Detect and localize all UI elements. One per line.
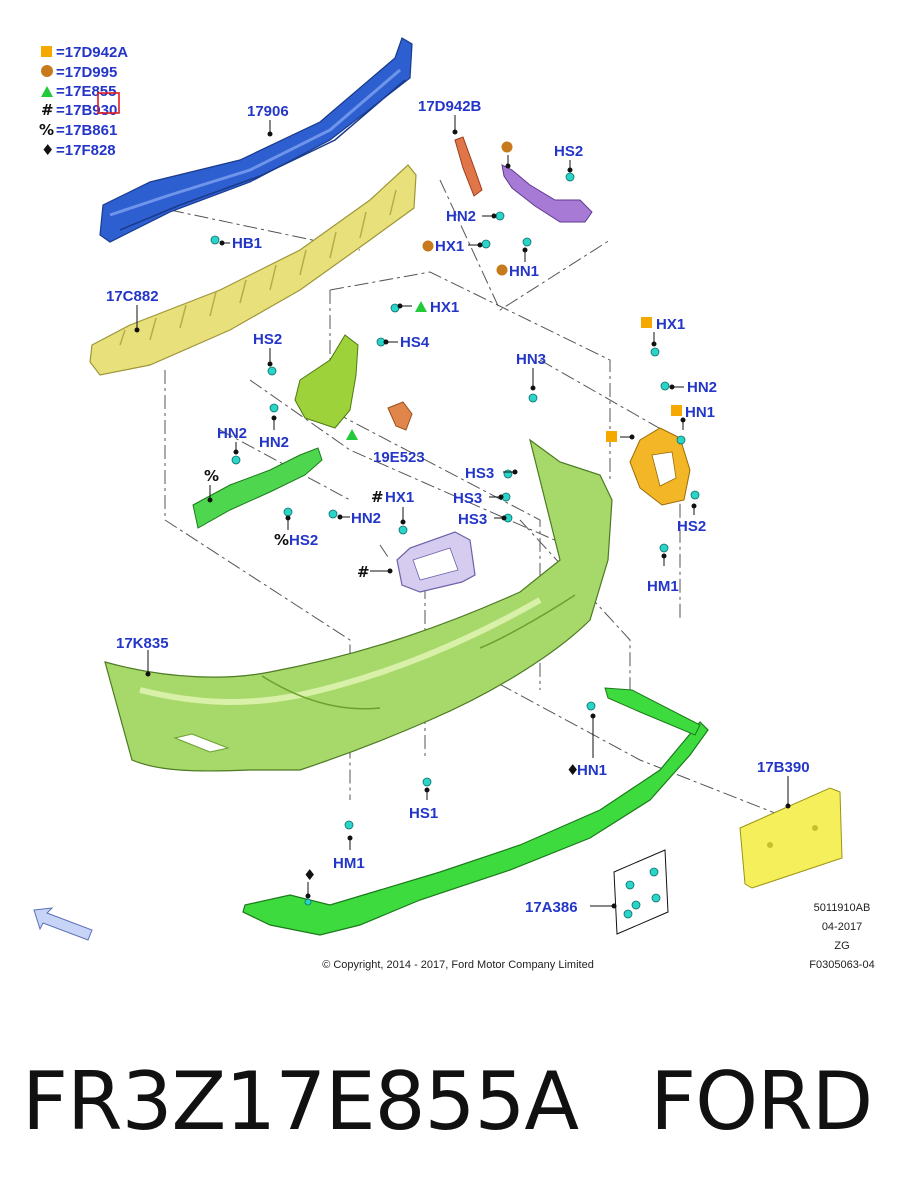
part-17b930-bracket	[396, 531, 476, 593]
drawing-code: 5011910AB	[814, 902, 871, 914]
fastener-clips	[210, 172, 700, 906]
label-hn2-top: HN2	[446, 208, 476, 225]
legend: =17D942A =17D995 =17E855 # =17B930 % =17…	[39, 44, 128, 159]
label-hs2-mid: HS2	[253, 331, 282, 348]
legend-text-4: =17B930	[56, 102, 117, 119]
leader-lines	[134, 115, 791, 909]
diamond-symbol-valance: ♦	[303, 866, 316, 884]
legend-text-6: =17F828	[56, 142, 116, 159]
part-number-text: FR3Z17E855A	[22, 1055, 579, 1148]
legend-brown-circle-icon	[41, 65, 53, 77]
part-17d942b-bracket	[454, 136, 593, 223]
label-hn2-left: HN2	[217, 425, 247, 442]
label-17b390: 17B390	[757, 759, 810, 776]
brown-circle-icon	[422, 240, 434, 252]
label-17k835: 17K835	[116, 635, 169, 652]
copyright-text: © Copyright, 2014 - 2017, Ford Motor Com…	[322, 959, 594, 971]
label-hx1-top: HX1	[435, 238, 464, 255]
diamond-symbol-hn1: ♦	[566, 761, 579, 779]
callout-markers	[346, 141, 682, 442]
direction-arrow-icon	[33, 907, 93, 941]
parts-diagram: =17D942A =17D995 =17E855 # =17B930 % =17…	[33, 37, 875, 971]
product-title: FR3Z17E855A FORD	[22, 1052, 902, 1172]
legend-green-triangle-icon	[41, 86, 53, 97]
label-hm1-bottom: HM1	[333, 855, 365, 872]
label-hs3-a: HS3	[465, 465, 494, 482]
orange-square-icon	[641, 317, 652, 328]
label-hx1-mid: HX1	[430, 299, 459, 316]
highlight-box	[97, 92, 120, 114]
label-hn1-top: HN1	[509, 263, 539, 280]
label-hs4: HS4	[400, 334, 430, 351]
drawing-zg: ZG	[834, 940, 849, 952]
green-triangle-icon	[346, 429, 358, 440]
brown-circle-icon	[496, 264, 508, 276]
percent-symbol-hs2: %	[274, 531, 289, 549]
label-hs2-lower: HS2	[289, 532, 318, 549]
part-17k835-bumper-fascia	[104, 438, 613, 772]
label-hn2-lower: HN2	[351, 510, 381, 527]
part-17d942a-bracket	[629, 427, 691, 506]
label-hx1-right: HX1	[656, 316, 685, 333]
legend-diamond-symbol: ♦	[41, 141, 54, 159]
drawing-figure-code: F0305063-04	[809, 959, 874, 971]
label-17d942b: 17D942B	[418, 98, 482, 115]
label-hn1-bottom: HN1	[577, 762, 607, 779]
label-hs1: HS1	[409, 805, 438, 822]
orange-square-icon	[671, 405, 682, 416]
part-17a386-lower-valance	[242, 687, 709, 936]
label-hs3-c: HS3	[458, 511, 487, 528]
green-triangle-icon	[415, 301, 427, 312]
label-hn2-right: HN2	[687, 379, 717, 396]
legend-text-5: =17B861	[56, 122, 117, 139]
part-labels: 17906 17D942B HS2 HN2 HX1 HN1 HB1 17C882…	[106, 98, 810, 916]
part-left-upper-bracket	[294, 334, 359, 429]
part-17c882-energy-absorber	[89, 164, 417, 376]
legend-text-2: =17D995	[56, 64, 117, 81]
label-hs2-top: HS2	[554, 143, 583, 160]
label-hm1-right: HM1	[647, 578, 679, 595]
hash-symbol-bracket: #	[357, 563, 370, 581]
hash-symbol-hx1: #	[371, 488, 384, 506]
part-17b390-license-bracket	[739, 787, 843, 889]
legend-text-1: =17D942A	[56, 44, 128, 61]
drawing-meta: 5011910AB 04-2017 ZG F0305063-04 © Copyr…	[322, 902, 875, 971]
label-hx1-center: HX1	[385, 489, 414, 506]
label-hs2-right: HS2	[677, 518, 706, 535]
legend-text-3: =17E855	[56, 83, 116, 100]
part-17b861-bracket	[192, 447, 323, 529]
orange-square-icon	[606, 431, 617, 442]
drawing-date: 04-2017	[822, 921, 862, 933]
label-hn1-right: HN1	[685, 404, 715, 421]
label-17a386: 17A386	[525, 899, 578, 916]
percent-symbol-bracket: %	[204, 467, 219, 485]
legend-orange-square-icon	[41, 46, 52, 57]
label-19e523: 19E523	[373, 449, 425, 466]
part-17a386-clip-kit	[613, 849, 669, 935]
legend-percent-symbol: %	[39, 121, 54, 139]
label-hb1: HB1	[232, 235, 262, 252]
label-17c882: 17C882	[106, 288, 159, 305]
label-hn3: HN3	[516, 351, 546, 368]
label-hn2-mid: HN2	[259, 434, 289, 451]
brown-circle-icon	[501, 141, 513, 153]
part-17906-bumper-beam	[99, 37, 413, 243]
legend-hash-symbol: #	[41, 101, 54, 119]
label-hs3-b: HS3	[453, 490, 482, 507]
part-19e523	[387, 401, 413, 431]
label-17906: 17906	[247, 103, 289, 120]
brand-text: FORD	[650, 1055, 873, 1148]
callout-symbols: # # % % ♦ ♦	[204, 467, 579, 884]
